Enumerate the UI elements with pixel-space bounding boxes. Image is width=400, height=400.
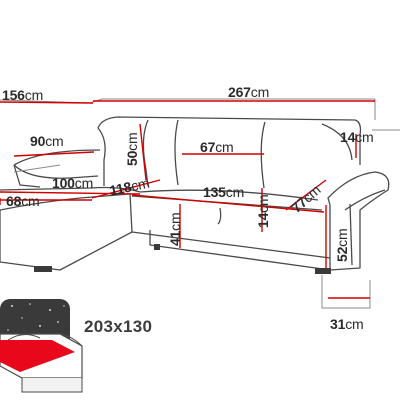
dimension-cushion-width: 67cm (200, 139, 234, 155)
dimension-chaise-seat-depth: 90cm (30, 133, 64, 149)
sofa-feet (34, 244, 331, 274)
dimension-total-width: 267cm (228, 84, 270, 100)
dimension-backrest-height: 50cm (124, 132, 140, 166)
dimension-seat-front-height: 14cm (255, 194, 271, 228)
storage-dots (7, 303, 65, 331)
dimension-back-depth: 14cm (340, 129, 374, 145)
dimension-total-depth: 156cm (2, 87, 44, 103)
dimension-seat-height: 41cm (167, 212, 183, 246)
dimension-chaise-length: 100cm (52, 175, 94, 191)
dimension-seat-width: 135cm (203, 184, 245, 200)
dimension-armrest-width: 31cm (330, 316, 364, 332)
dimension-armrest-height: 52cm (334, 228, 350, 262)
bed-inset (0, 299, 83, 393)
bed-surface (0, 340, 75, 372)
dimension-lines (0, 100, 375, 299)
dimension-chaise-width: 68cm (6, 193, 40, 209)
bed-size-label: 203x130 (84, 317, 153, 336)
